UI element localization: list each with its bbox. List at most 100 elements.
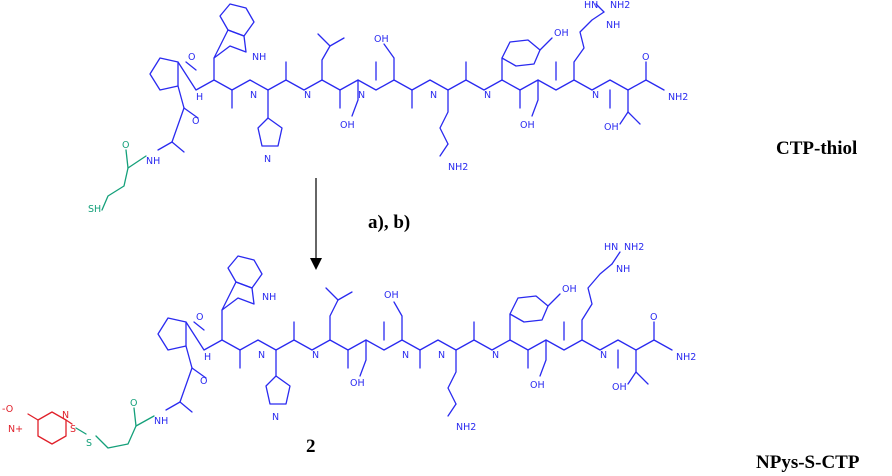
bottom-atom-oh: OH xyxy=(530,380,545,391)
top-atom-hn: HN xyxy=(584,0,598,11)
reaction-conditions: a), b) xyxy=(368,212,410,233)
bottom-atom-o: O xyxy=(650,312,657,323)
npys-s-ctp-structure: O O H N N N N N N NH N OH OH NH2 OH OH N… xyxy=(2,242,696,449)
top-atom-n: N xyxy=(592,90,599,101)
top-atom-nh: NH xyxy=(606,20,620,31)
bottom-proline-ring xyxy=(157,317,187,351)
top-compound-name: CTP-thiol xyxy=(776,138,857,159)
bottom-ketone xyxy=(191,367,207,379)
bottom-atom-oh: OH xyxy=(612,382,627,393)
top-atom-o: O xyxy=(642,52,649,63)
top-atom-n: N xyxy=(430,90,437,101)
bottom-disulfide xyxy=(75,427,87,435)
top-ser1-side xyxy=(351,79,359,117)
top-atom-o: O xyxy=(122,140,129,151)
top-arg-guan xyxy=(595,3,605,13)
top-his-imidazole xyxy=(257,117,283,147)
bottom-proline-bond xyxy=(185,345,193,369)
bottom-atom-n: N xyxy=(600,350,607,361)
bottom-tyr-oh xyxy=(547,293,561,307)
compound-number: 2 xyxy=(306,436,316,457)
top-backbone xyxy=(177,61,665,91)
top-proline-bond xyxy=(177,85,185,109)
top-thiol-linker xyxy=(101,155,147,211)
bottom-atom-nitro-o: -O xyxy=(2,404,13,415)
bottom-atom-o: O xyxy=(200,376,207,387)
bottom-atom-n: N xyxy=(312,350,319,361)
top-gln-co xyxy=(439,143,449,157)
bottom-gln-co xyxy=(447,403,457,417)
bottom-his-imidazole xyxy=(265,375,291,405)
bottom-gln-side xyxy=(447,349,457,405)
bottom-atom-oh: OH xyxy=(562,284,577,295)
bottom-atom-n: N xyxy=(438,350,445,361)
top-gln-side xyxy=(439,89,449,145)
top-atom-n: N xyxy=(484,90,491,101)
top-ser2-side xyxy=(383,43,395,81)
top-tyr-oh xyxy=(539,37,553,51)
top-methyl xyxy=(171,141,185,153)
top-atom-oh: OH xyxy=(520,120,535,131)
top-linker-co xyxy=(125,149,129,169)
top-atom-n: N xyxy=(358,90,365,101)
top-trp-indole-6 xyxy=(219,3,255,37)
bottom-nh-link xyxy=(165,401,181,411)
bottom-pyridyl-s xyxy=(65,419,73,425)
bottom-compound-name: NPys-S-CTP xyxy=(756,452,860,473)
bottom-atom-n: N xyxy=(258,350,265,361)
top-atom-nh2: NH2 xyxy=(610,0,630,11)
bottom-atom-nh2: NH2 xyxy=(456,422,476,433)
top-atom-oh: OH xyxy=(604,122,619,133)
bottom-ser2-side xyxy=(393,301,403,341)
bottom-methyl xyxy=(179,401,193,413)
top-ser3-side xyxy=(531,79,539,117)
top-atom-nh: NH xyxy=(252,52,266,63)
top-atom-oh: OH xyxy=(340,120,355,131)
ctp-thiol-structure: O O H N N N N N N NH N OH OH NH2 OH OH N… xyxy=(88,0,688,215)
top-proline-ring xyxy=(149,57,179,91)
top-leu-side xyxy=(317,33,331,81)
top-atom-o: O xyxy=(192,116,199,127)
bottom-leu-side xyxy=(325,287,339,341)
top-arg-side xyxy=(573,11,605,81)
bottom-pyridyl-ring xyxy=(37,411,67,445)
bottom-thr-side xyxy=(627,349,637,385)
bottom-atom-o: O xyxy=(130,398,137,409)
bottom-alpha xyxy=(179,367,193,403)
bottom-carbonyl xyxy=(193,321,205,331)
top-trp-indole-5 xyxy=(213,29,247,59)
top-atom-oh: OH xyxy=(554,28,569,39)
bottom-atom-hn: HN xyxy=(604,242,618,253)
bottom-atom-nh: NH xyxy=(154,416,168,427)
top-atom-sh: SH xyxy=(88,204,101,215)
bottom-ser1-side xyxy=(359,339,367,377)
bottom-atom-n: N xyxy=(62,410,69,421)
top-thr-me xyxy=(627,111,641,125)
bottom-atom-h: H xyxy=(204,352,211,363)
top-atom-n: N xyxy=(264,154,271,165)
top-carbonyl xyxy=(185,61,197,71)
bottom-atom-n: N xyxy=(272,412,279,423)
top-atom-o: O xyxy=(188,52,195,63)
top-alpha xyxy=(171,107,185,143)
bottom-atom-oh: OH xyxy=(350,378,365,389)
reaction-arrow xyxy=(310,178,322,270)
bottom-atom-nh2: NH2 xyxy=(624,242,644,253)
bottom-linker xyxy=(95,415,155,449)
bottom-trp-indole-6 xyxy=(227,255,263,289)
bottom-ser3-side xyxy=(539,339,547,377)
bottom-nitro xyxy=(27,413,39,421)
bottom-arg-guan xyxy=(611,251,621,265)
bottom-arg-side xyxy=(581,263,613,341)
bottom-tyr-ring xyxy=(509,295,549,323)
bottom-trp-indole-5 xyxy=(221,281,255,311)
top-atom-n: N xyxy=(250,90,257,101)
top-thr-side xyxy=(619,89,629,125)
bottom-atom-n: N xyxy=(492,350,499,361)
top-atom-nh2: NH2 xyxy=(668,92,688,103)
bottom-atom-nh: NH xyxy=(262,292,276,303)
bottom-leu-methyl xyxy=(337,291,353,301)
top-atom-oh: OH xyxy=(374,34,389,45)
bottom-atom-o: O xyxy=(196,312,203,323)
